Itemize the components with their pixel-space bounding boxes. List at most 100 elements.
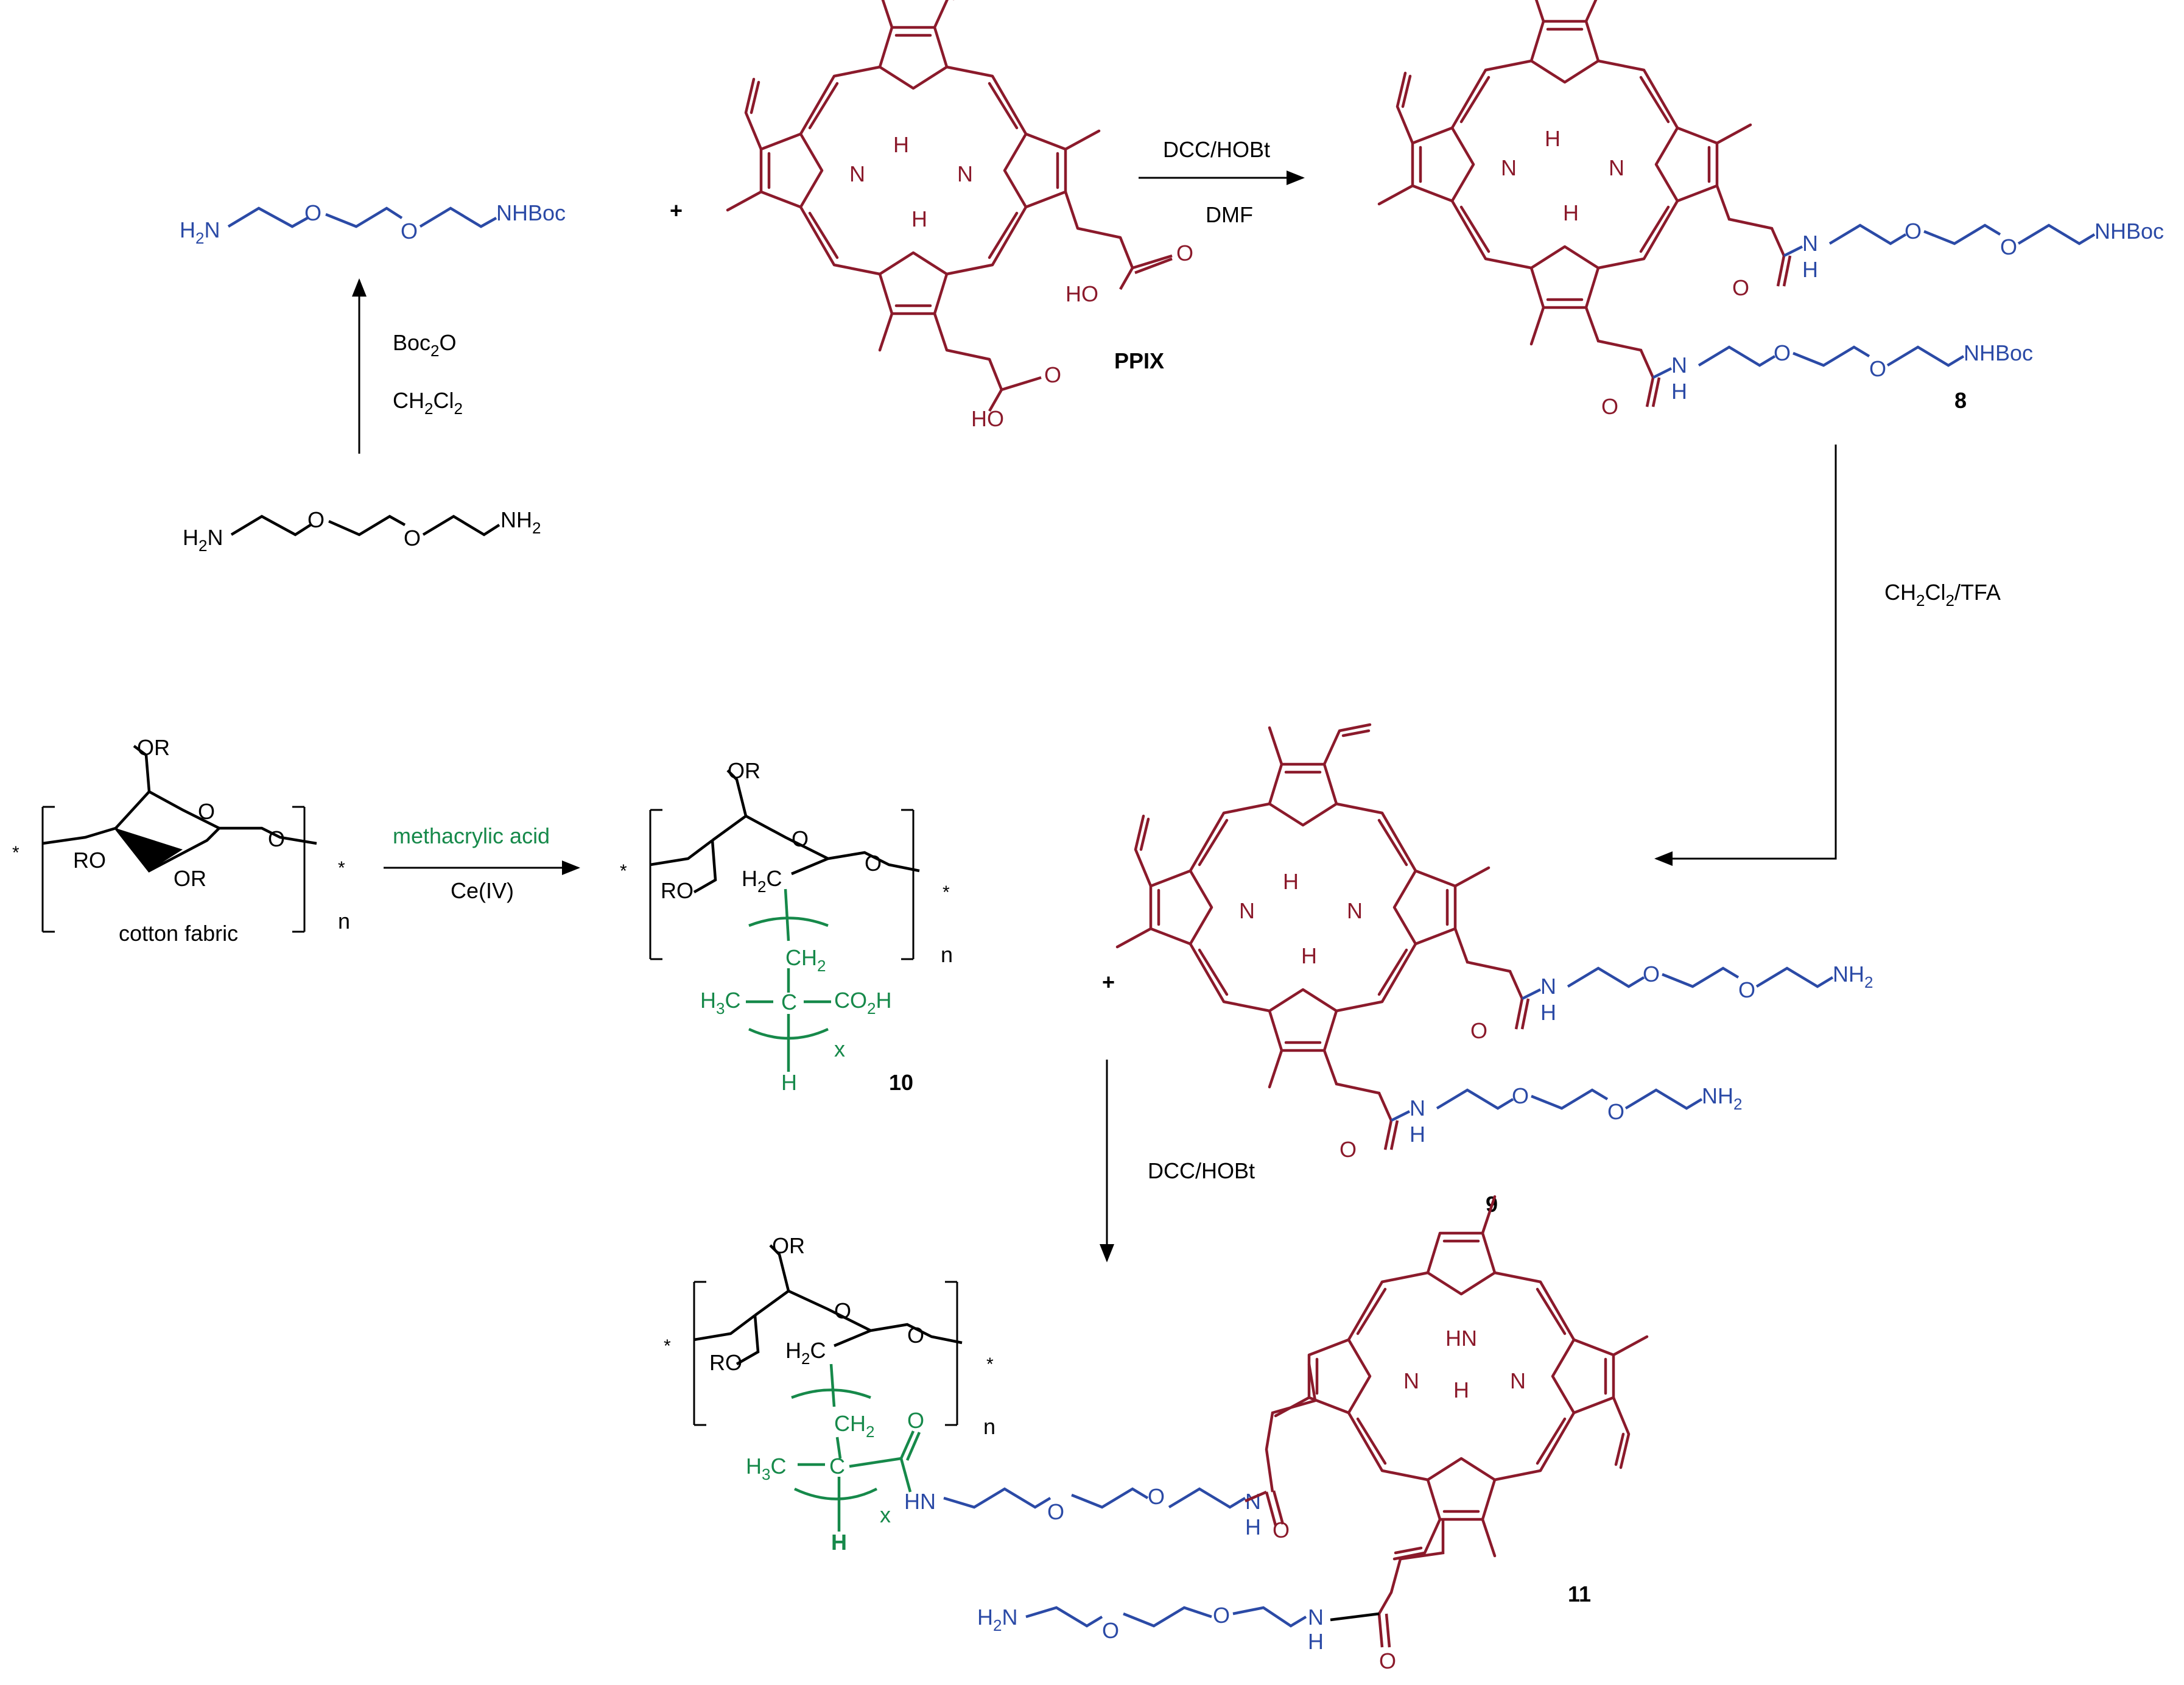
compound-8: H N N H O O N H O O NHBoc xyxy=(1379,0,2164,419)
plus-sign: + xyxy=(1102,969,1115,994)
svg-text:O: O xyxy=(907,1408,924,1433)
label-8: 8 xyxy=(1954,388,1967,413)
svg-text:CH2: CH2 xyxy=(785,945,826,975)
svg-text:N: N xyxy=(1501,155,1517,180)
svg-text:RO: RO xyxy=(661,878,693,903)
svg-text:N: N xyxy=(1671,353,1687,378)
svg-text:*: * xyxy=(986,1354,994,1374)
svg-text:O: O xyxy=(1601,394,1618,419)
svg-text:H2C: H2C xyxy=(742,866,782,896)
svg-text:O: O xyxy=(1643,962,1660,987)
svg-text:O: O xyxy=(1148,1484,1165,1509)
svg-text:O: O xyxy=(1732,275,1749,300)
svg-text:N: N xyxy=(1239,898,1255,923)
svg-text:N: N xyxy=(849,161,865,186)
svg-text:x: x xyxy=(834,1036,845,1061)
svg-text:O: O xyxy=(1905,219,1922,244)
ppix-molecule: H N N H O HO O HO xyxy=(728,0,1193,431)
cotton-fabric: * * OR O O RO OR n xyxy=(12,735,350,934)
label-ppix: PPIX xyxy=(1114,348,1164,373)
compound-9: H N N H O O N H O O NH2 N H O xyxy=(1117,725,1873,1162)
arrow-deprotection xyxy=(1654,445,1837,866)
svg-text:O: O xyxy=(1213,1603,1230,1628)
reagent-dmf: DMF xyxy=(1206,202,1253,227)
svg-text:H2C: H2C xyxy=(785,1338,826,1368)
svg-text:*: * xyxy=(664,1336,671,1356)
label-10: 10 xyxy=(889,1070,913,1095)
reagent-boc2o: Boc2O xyxy=(393,330,457,360)
svg-text:n: n xyxy=(983,1414,995,1439)
svg-text:O: O xyxy=(1470,1018,1487,1043)
svg-text:CH2: CH2 xyxy=(834,1411,874,1441)
oxygen-label: O xyxy=(404,526,421,551)
reagent-ch2cl2: CH2Cl2 xyxy=(393,388,463,418)
svg-text:H: H xyxy=(1301,943,1317,968)
oxygen-label: O xyxy=(401,219,418,244)
h2n-label: H2N xyxy=(180,217,220,247)
svg-text:O: O xyxy=(1869,356,1886,381)
svg-text:H: H xyxy=(1308,1629,1324,1654)
svg-text:OR: OR xyxy=(728,758,760,783)
svg-text:H3C: H3C xyxy=(746,1454,786,1483)
reagent-ch2cl2-tfa: CH2Cl2/TFA xyxy=(1884,580,2001,610)
svg-text:O: O xyxy=(1738,977,1755,1002)
svg-text:H: H xyxy=(1545,126,1561,151)
svg-text:O: O xyxy=(2000,234,2017,259)
svg-text:N: N xyxy=(1403,1368,1419,1393)
svg-text:O: O xyxy=(1047,1499,1064,1524)
svg-text:N: N xyxy=(1308,1605,1324,1630)
compound-11: * * OR O O RO H2C n CH2 H3C C O xyxy=(664,1197,1647,1673)
svg-text:O: O xyxy=(865,851,882,876)
svg-text:HN: HN xyxy=(1445,1326,1477,1351)
oxygen-label: O xyxy=(307,507,325,532)
compound-10: * * OR O O RO H2C CH2 H3C C CO2H x H n xyxy=(620,758,953,1095)
svg-text:N: N xyxy=(1802,231,1818,256)
svg-text:O: O xyxy=(1340,1137,1357,1162)
reagent-methacrylic-acid: methacrylic acid xyxy=(393,823,550,848)
diamine-reactant: H2N O O NH2 xyxy=(183,507,541,555)
label-11: 11 xyxy=(1568,1581,1591,1606)
h2n-label: H2N xyxy=(183,525,223,555)
reagent-dcc-hobt-2: DCC/HOBt xyxy=(1148,1158,1255,1183)
svg-text:NH2: NH2 xyxy=(1833,962,1873,991)
svg-text:OR: OR xyxy=(174,866,206,891)
svg-text:n: n xyxy=(338,909,350,934)
svg-text:n: n xyxy=(941,942,953,967)
svg-text:O: O xyxy=(1607,1099,1624,1124)
cotton-fabric-label: cotton fabric xyxy=(119,921,238,946)
svg-text:O: O xyxy=(268,826,285,851)
svg-text:CO2H: CO2H xyxy=(834,988,891,1018)
svg-text:O: O xyxy=(834,1298,851,1323)
svg-text:RO: RO xyxy=(73,848,106,873)
svg-text:H: H xyxy=(1283,869,1299,894)
svg-text:H2N: H2N xyxy=(977,1605,1017,1634)
svg-text:NHBoc: NHBoc xyxy=(1964,340,2033,365)
svg-text:H: H xyxy=(1410,1122,1425,1147)
svg-text:*: * xyxy=(12,843,19,863)
svg-text:O: O xyxy=(1379,1648,1396,1673)
svg-text:N: N xyxy=(1609,155,1624,180)
svg-text:OR: OR xyxy=(137,735,170,760)
svg-text:NHBoc: NHBoc xyxy=(2094,219,2164,244)
svg-text:N: N xyxy=(1410,1096,1425,1120)
svg-text:O: O xyxy=(1176,241,1193,266)
svg-text:C: C xyxy=(829,1454,845,1479)
svg-text:x: x xyxy=(880,1502,891,1527)
svg-text:H: H xyxy=(911,206,927,231)
svg-text:N: N xyxy=(1540,974,1556,999)
svg-text:H: H xyxy=(831,1530,847,1555)
svg-text:O: O xyxy=(1774,340,1791,365)
svg-text:H: H xyxy=(1453,1377,1469,1402)
svg-text:*: * xyxy=(943,882,950,902)
svg-text:*: * xyxy=(338,858,345,878)
svg-text:O: O xyxy=(1273,1518,1290,1543)
svg-text:HO: HO xyxy=(1066,281,1098,306)
svg-text:H: H xyxy=(1563,200,1579,225)
svg-text:N: N xyxy=(1510,1368,1526,1393)
svg-text:O: O xyxy=(1102,1618,1119,1643)
reagent-ce-iv: Ce(IV) xyxy=(451,878,514,903)
svg-text:O: O xyxy=(792,826,809,851)
svg-text:N: N xyxy=(957,161,973,186)
nhboc-label: NHBoc xyxy=(496,200,566,225)
